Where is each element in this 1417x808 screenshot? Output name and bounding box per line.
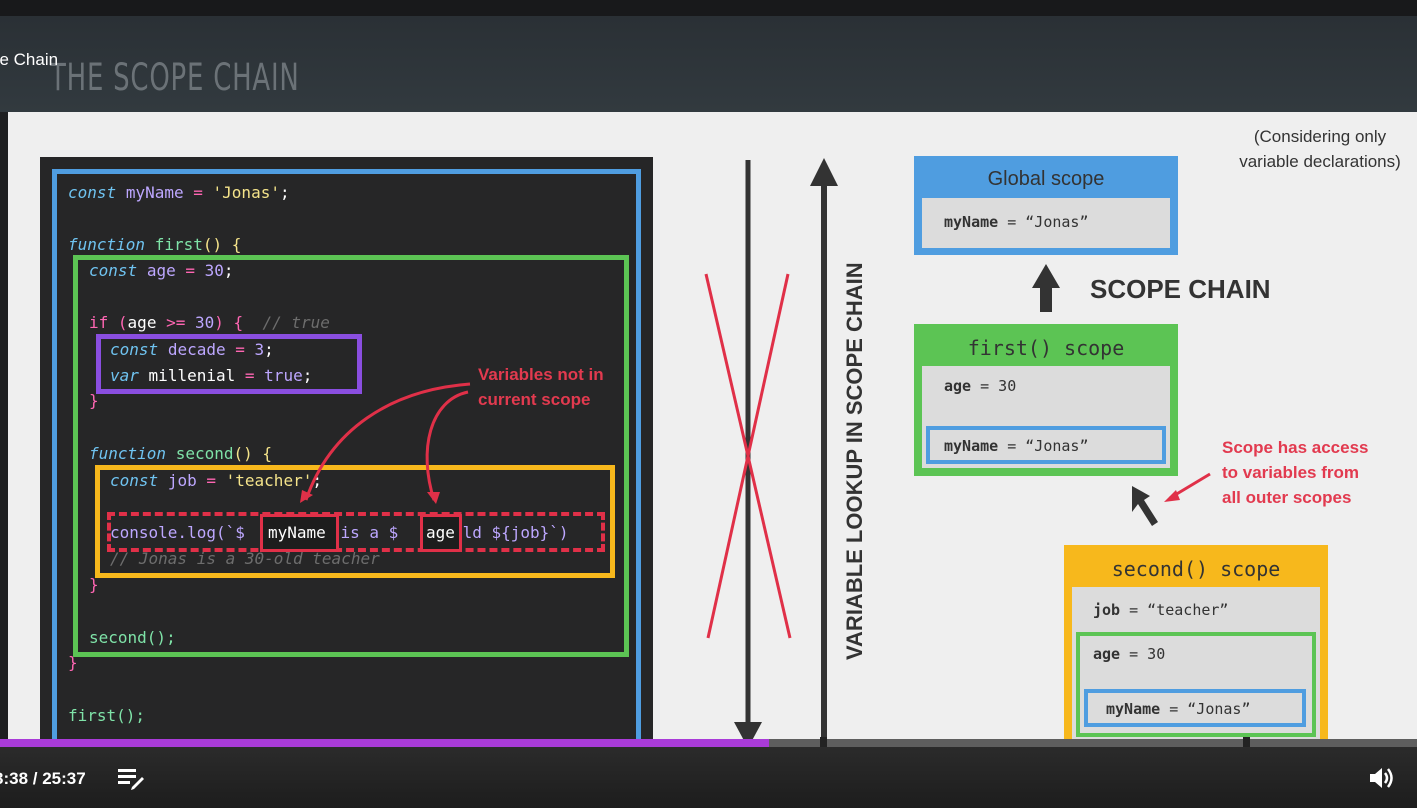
player-controls: 3:38 / 25:37 [0,747,1417,808]
var-row: myName = “Jonas” [944,213,1089,231]
code-line: const decade = 3; [110,340,274,359]
var-row: myName = “Jonas” [1106,700,1251,718]
arrow-to-myname [304,382,471,501]
global-scope-vars: myName = “Jonas” [922,198,1170,248]
age-highlight [420,514,462,552]
inherited-var-frame [926,426,1166,464]
second-scope-vars: job = “teacher” age = 30 myName = “Jonas… [1072,587,1320,752]
first-scope-vars: age = 30 myName = “Jonas” [922,366,1170,468]
inherited-scope-frame [1076,632,1316,737]
vertical-lookup-label: VARIABLE LOOKUP IN SCOPE CHAIN [842,262,867,660]
code-line: second(); [89,628,176,647]
global-scope-title: Global scope [987,168,1105,190]
arrowhead-icon [427,492,440,504]
second-scope-title: second() scope [1111,557,1281,581]
first-scope-frame [73,255,629,657]
note-considering: (Considering only variable declarations) [1239,127,1401,171]
down-arrow-icon [734,722,762,748]
age-token: age [426,523,455,542]
arrowhead-icon [1164,490,1180,502]
myname-highlight [260,514,339,552]
scope-chain-label: SCOPE CHAIN [1090,274,1271,304]
pointer-arrow-icon [1132,486,1158,526]
code-line: function first() { [68,235,242,254]
annotation-access: Scope has access to variables from all o… [1222,438,1369,507]
top-bar [0,0,1417,16]
code-line: const myName = 'Jonas'; [68,183,290,202]
slide-header: THE SCOPE CHAIN [0,16,1417,112]
myname-token: myName [268,523,326,542]
code-line: } [89,391,99,410]
time-display: 3:38 / 25:37 [0,769,86,788]
playlist-icon[interactable] [116,765,148,797]
second-scope-box: second() scope job = “teacher” age = 30 … [1064,545,1328,752]
video-title[interactable]: pe Chain [0,50,59,69]
cross-line [706,273,790,639]
second-scope-frame [95,465,615,578]
console-log-highlight [107,512,605,552]
arrowhead-icon [300,490,313,503]
volume-icon[interactable] [1368,765,1400,797]
var-row: age = 30 [1093,645,1166,663]
var-row: myName = “Jonas” [944,437,1089,455]
first-scope-title: first() scope [967,336,1125,360]
arrow-to-age [425,390,469,501]
code-line: const age = 30; [89,261,234,280]
chapter-marker [1243,737,1250,749]
first-scope-box: first() scope age = 30 myName = “Jonas” [914,324,1178,476]
inherited-var-frame [1084,689,1306,727]
code-line: console.log(`$ is a $-old ${job}`) [110,523,569,542]
code-line: } [89,575,99,594]
code-line: if (age >= 30) { // true [89,313,330,332]
code-line: const job = 'teacher'; [110,471,322,490]
var-row: age = 30 [944,377,1017,395]
progress-fill [0,739,770,747]
slide-title: THE SCOPE CHAIN [50,56,300,99]
code-panel: const myName = 'Jonas'; function first()… [40,157,653,752]
global-scope-frame [52,169,641,752]
code-comment: // Jonas is a 30-old teacher [110,549,380,568]
code-line: } [68,653,78,672]
chain-up-arrow-icon [1032,264,1060,288]
var-row: job = “teacher” [1093,601,1229,619]
progress-bar[interactable] [0,737,1417,749]
left-edge [0,112,8,752]
if-block-frame [96,334,362,394]
code-line: first(); [68,706,146,725]
annotation-not-in-scope: Variables not in current scope [478,365,604,409]
code-line: var millenial = true; [110,366,313,385]
code-line: function second() { [89,444,273,463]
chain-arrow-shaft [1040,284,1052,312]
chapter-marker [820,737,827,749]
up-arrow-icon [810,158,838,186]
global-scope-box: Global scope myName = “Jonas” [914,156,1178,255]
